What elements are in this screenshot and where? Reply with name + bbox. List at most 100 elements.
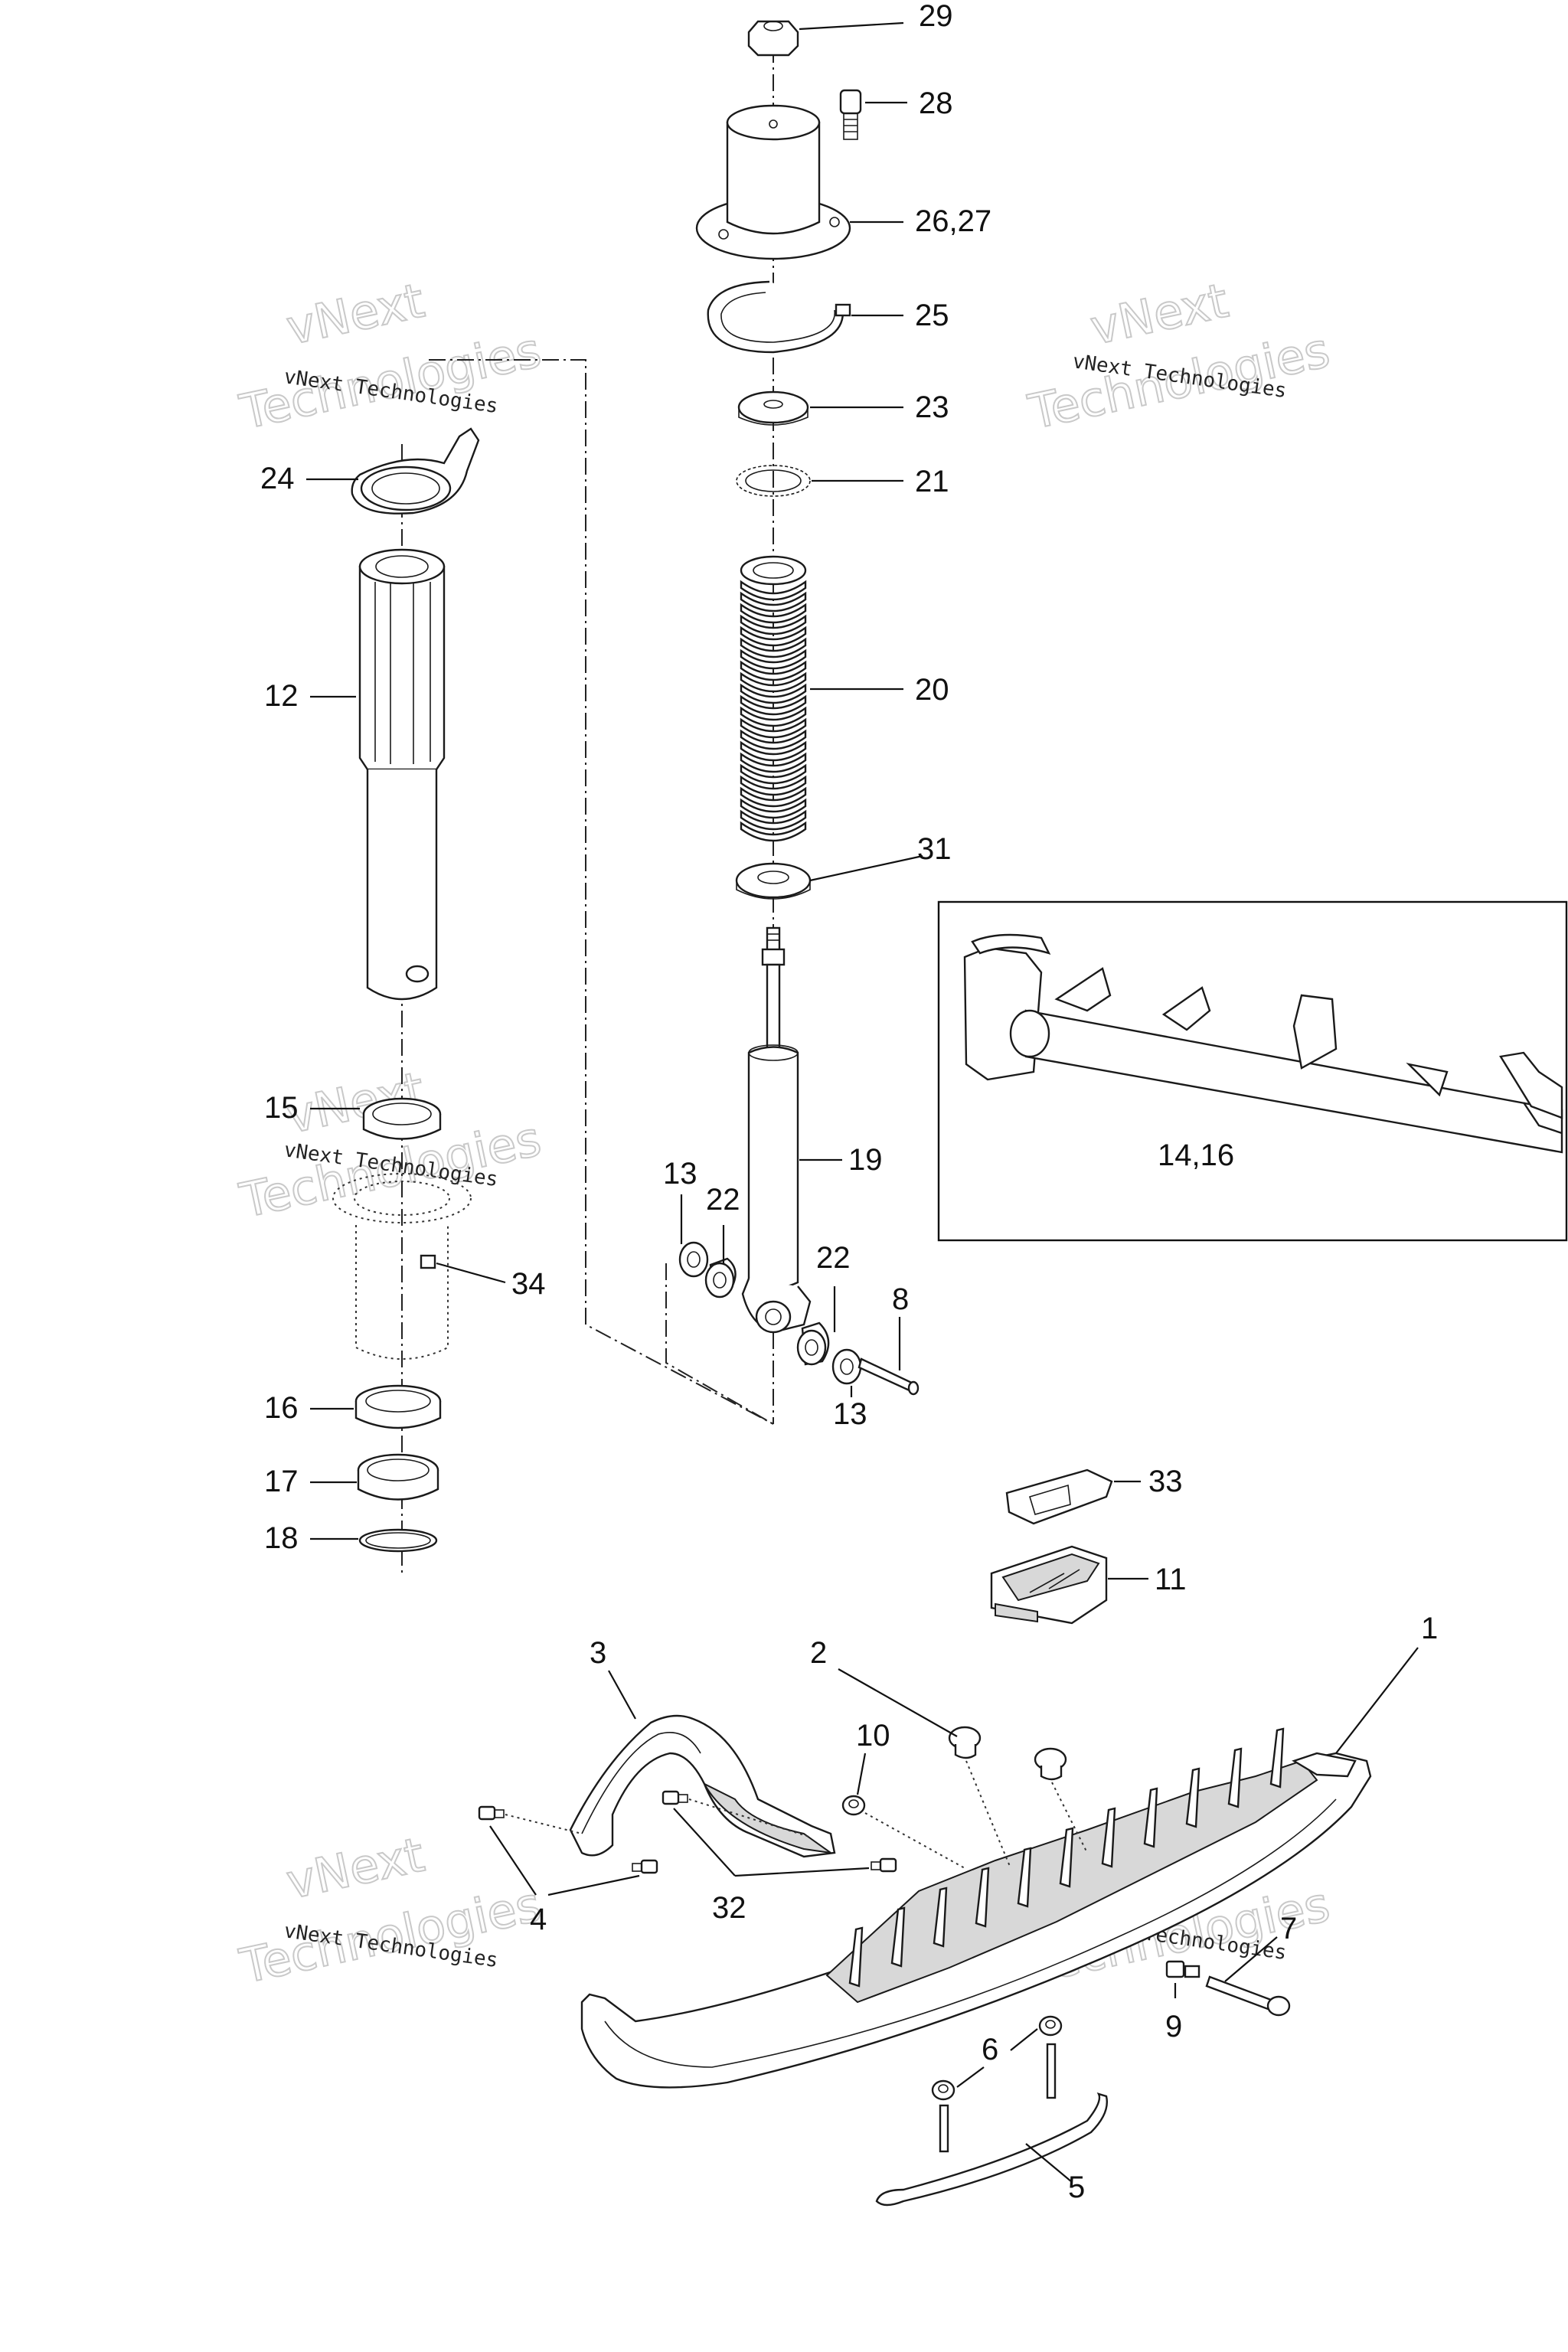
ski-rib bbox=[848, 1926, 864, 1988]
leader-6b bbox=[1010, 2028, 1038, 2051]
callout-13a: 13 bbox=[663, 1157, 697, 1191]
ski-rib bbox=[1101, 1807, 1116, 1868]
lock-nut-part-10 bbox=[841, 1795, 866, 1816]
nut-axis bbox=[864, 1812, 965, 1869]
spacer-axis-left bbox=[965, 1760, 1011, 1869]
ski-rib bbox=[1143, 1787, 1158, 1848]
washer-part-23 bbox=[737, 390, 809, 426]
callout-33: 33 bbox=[1148, 1465, 1183, 1498]
watermark-group-3: vNext Technologies vNext Technologies bbox=[234, 1060, 547, 1230]
spring-coil bbox=[740, 752, 807, 773]
spring-coil bbox=[740, 603, 807, 624]
callout-16: 16 bbox=[264, 1391, 299, 1425]
callout-34: 34 bbox=[511, 1267, 546, 1301]
callout-22a: 22 bbox=[706, 1183, 740, 1217]
spring-coil bbox=[740, 740, 807, 762]
bolt-part-32-lower bbox=[871, 1857, 897, 1873]
callout-25: 25 bbox=[915, 299, 949, 332]
snap-ring-part-18 bbox=[358, 1528, 438, 1553]
leader-32a bbox=[673, 1808, 736, 1877]
frame-inset-box bbox=[937, 900, 1568, 1242]
spring-coil bbox=[740, 809, 807, 831]
leader-31 bbox=[809, 854, 923, 882]
ski-rib bbox=[1185, 1767, 1200, 1828]
leader-1 bbox=[1335, 1647, 1419, 1754]
callout-29: 29 bbox=[919, 0, 953, 33]
callout-19: 19 bbox=[848, 1143, 883, 1177]
callout-3: 3 bbox=[590, 1636, 606, 1670]
callout-1: 1 bbox=[1421, 1612, 1438, 1645]
shock-absorber-part-19 bbox=[741, 926, 812, 1334]
callout-31: 31 bbox=[917, 832, 952, 866]
spindle-housing-outline bbox=[332, 1173, 472, 1360]
leader-5 bbox=[1025, 2143, 1073, 2183]
callout-9: 9 bbox=[1165, 2010, 1182, 2043]
snap-ring-part-25 bbox=[707, 280, 851, 354]
callout-22b: 22 bbox=[816, 1241, 851, 1275]
watermark-group-5: vNext Technologies vNext Technologies bbox=[234, 1826, 547, 1995]
spring-coil bbox=[740, 775, 807, 796]
wear-plate-part-33 bbox=[1005, 1468, 1113, 1525]
coil-spring-part-20 bbox=[740, 555, 807, 842]
ski-pad-part-11 bbox=[990, 1545, 1108, 1625]
spring-coil bbox=[740, 729, 807, 750]
nut-part-6-right bbox=[1038, 2015, 1063, 2037]
ski-rib bbox=[933, 1886, 948, 1948]
bushing-part-16 bbox=[354, 1384, 442, 1429]
spacer-part-2 bbox=[948, 1726, 1067, 1781]
spring-coil bbox=[740, 637, 807, 658]
callout-2: 2 bbox=[810, 1636, 827, 1670]
callout-24: 24 bbox=[260, 462, 295, 495]
top-cap-part-26-27 bbox=[695, 104, 851, 260]
bushing-part-17 bbox=[357, 1453, 439, 1501]
ski-leg-spindle-part-12 bbox=[358, 548, 446, 1001]
bushing-part-22-left bbox=[704, 1257, 737, 1298]
callout-4: 4 bbox=[530, 1903, 547, 1936]
callout-11: 11 bbox=[1155, 1563, 1187, 1596]
washer-part-13-right bbox=[831, 1348, 862, 1385]
spring-coil bbox=[740, 683, 807, 704]
leader-4a bbox=[489, 1825, 537, 1896]
spring-coil bbox=[740, 694, 807, 716]
spring-seat-part-31 bbox=[735, 862, 812, 900]
callout-12: 12 bbox=[264, 679, 299, 713]
spring-coil bbox=[740, 821, 807, 842]
leader-32b bbox=[734, 1867, 870, 1877]
callout-21: 21 bbox=[915, 465, 949, 498]
retaining-clip-part-21 bbox=[736, 465, 811, 497]
watermark-large-top: vNext bbox=[282, 273, 429, 356]
leader-34 bbox=[436, 1262, 506, 1284]
bolt-axis-line bbox=[665, 1263, 774, 1425]
grease-fitting-part-34 bbox=[420, 1254, 436, 1269]
bolt-part-4-upper bbox=[478, 1805, 505, 1821]
callout-13b: 13 bbox=[833, 1397, 867, 1431]
bolt-part-4-lower bbox=[632, 1859, 658, 1874]
watermark-group-2: vNext Technologies vNext Technologies bbox=[1023, 272, 1335, 441]
spring-coil bbox=[740, 671, 807, 693]
spanner-wrench-part-24 bbox=[351, 427, 480, 514]
spring-coil bbox=[740, 660, 807, 681]
ski-rib bbox=[1017, 1847, 1032, 1908]
callout-23: 23 bbox=[915, 390, 949, 424]
spring-coil bbox=[740, 580, 807, 601]
ski-part-1 bbox=[580, 1727, 1372, 2089]
bolt-part-7 bbox=[1205, 1975, 1291, 2017]
assembly-bracket-line bbox=[429, 359, 774, 1425]
carbide-runner-part-5 bbox=[875, 2043, 1108, 2207]
spring-coil bbox=[740, 614, 807, 635]
leader-2 bbox=[838, 1668, 958, 1737]
leader-4b bbox=[547, 1874, 640, 1896]
callout-28: 28 bbox=[919, 87, 953, 120]
nut-part-29 bbox=[747, 20, 799, 57]
spring-coil bbox=[740, 717, 807, 739]
washer-part-13-left bbox=[678, 1241, 709, 1278]
callout-5: 5 bbox=[1068, 2171, 1085, 2204]
ski-rib bbox=[1059, 1827, 1074, 1888]
ski-rib bbox=[975, 1867, 990, 1928]
callout-17: 17 bbox=[264, 1465, 299, 1498]
ski-rib bbox=[1269, 1727, 1285, 1788]
leader-3 bbox=[608, 1670, 636, 1720]
nut-part-9 bbox=[1165, 1960, 1200, 1978]
ski-rib bbox=[1227, 1747, 1243, 1808]
